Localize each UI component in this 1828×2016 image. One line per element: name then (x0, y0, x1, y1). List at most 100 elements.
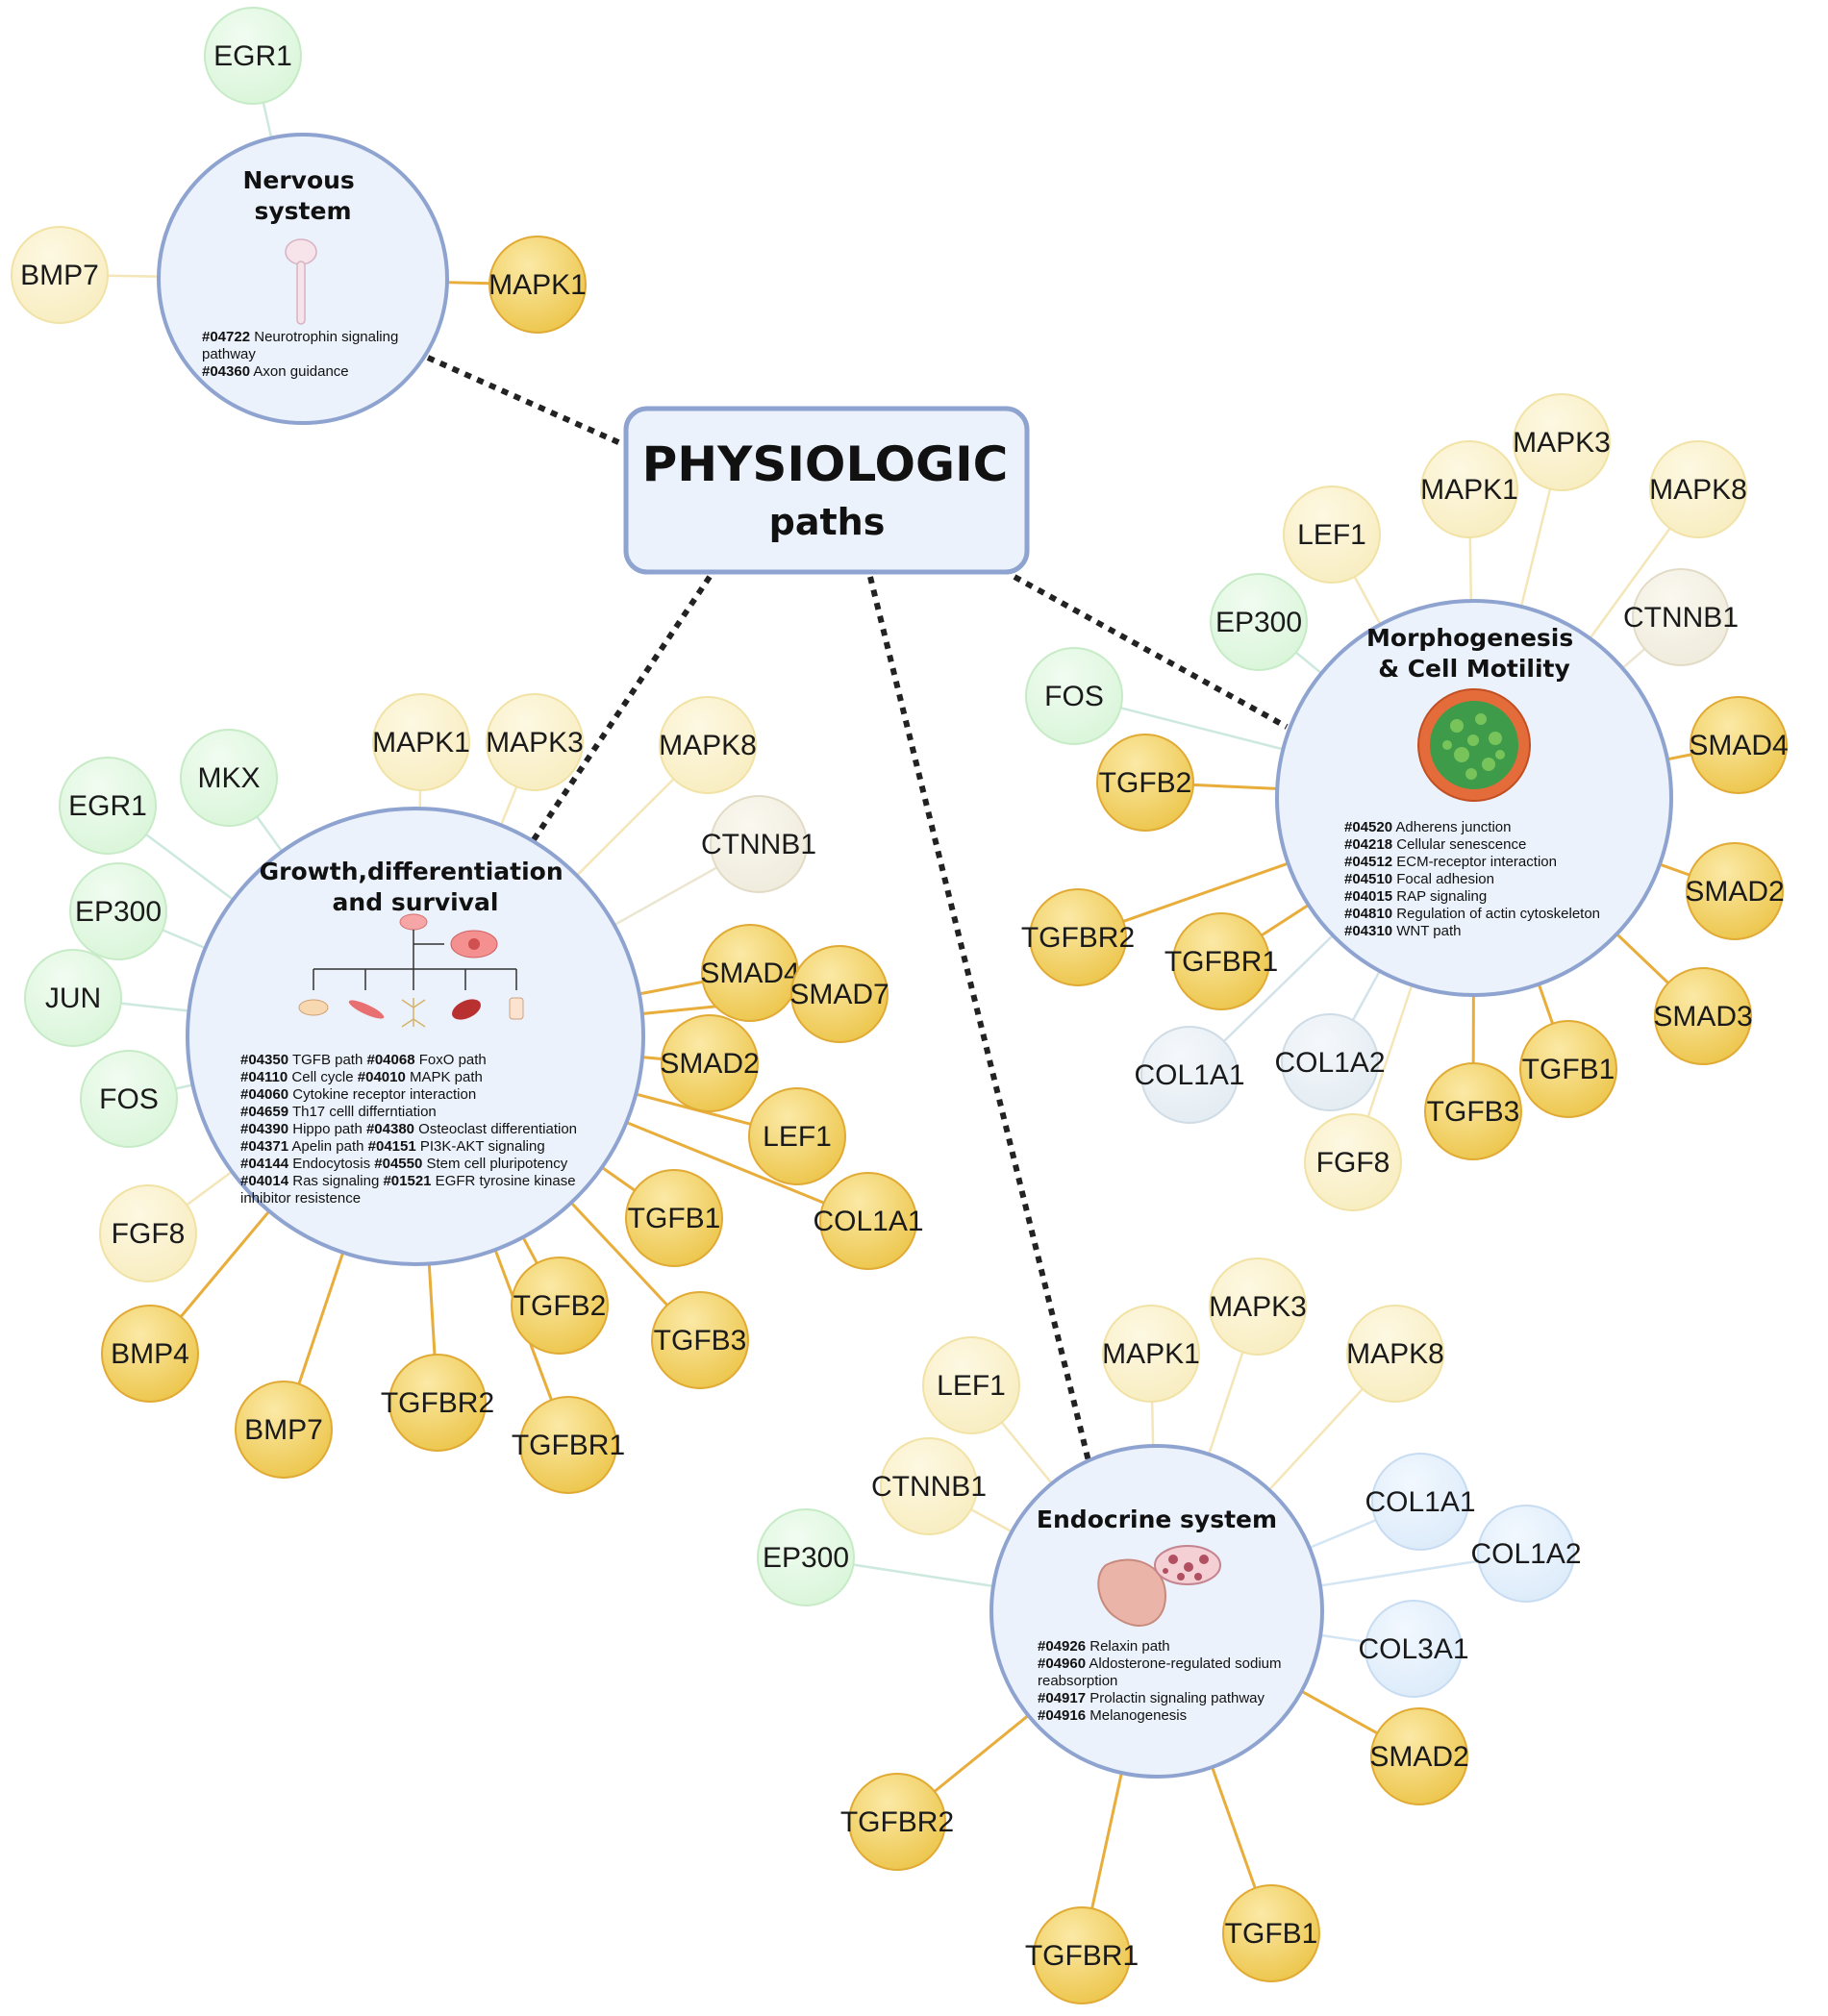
pathway-line: #04371 Apelin path #04151 PI3K-AKT signa… (240, 1138, 545, 1155)
pathway-line: #04510 Focal adhesion (1344, 871, 1494, 887)
pathway-line: #04390 Hippo path #04380 Osteoclast diff… (240, 1121, 577, 1137)
pathway-code: #04512 (1344, 854, 1392, 870)
pathway-line: #04520 Adherens junction (1344, 819, 1511, 835)
gene-label: COL1A1 (1134, 1059, 1244, 1091)
gene-node-fgf8: FGF8 (99, 1184, 197, 1282)
gene-circle (1420, 440, 1518, 538)
pathway-line: inhibitor resistence (240, 1190, 361, 1207)
link-line (1366, 984, 1414, 1117)
gene-label: MAPK8 (659, 730, 757, 761)
gene-node-tgfb3: TGFB3 (1424, 1062, 1522, 1160)
pathway-line: #04810 Regulation of actin cytoskeleton (1344, 906, 1600, 922)
gene-node-col1a1: COL1A1 (1134, 1026, 1245, 1124)
link-line (1211, 1766, 1257, 1889)
link-line (1537, 983, 1555, 1025)
gene-label: TGFBR2 (840, 1806, 954, 1838)
pathway-name: Melanogenesis (1086, 1707, 1187, 1724)
gene-circle (1033, 1906, 1131, 2004)
pathway-line: #04110 Cell cycle #04010 MAPK path (240, 1069, 483, 1085)
pathway-code: #01521 (383, 1173, 431, 1189)
link-line (1261, 904, 1310, 937)
pathway-line: #04218 Cellular senescence (1344, 836, 1526, 853)
gene-label: CTNNB1 (871, 1471, 987, 1503)
pathway-line: #04512 ECM-receptor interaction (1344, 854, 1557, 870)
pathway-name: Ras signaling (288, 1173, 383, 1189)
link-line (427, 1263, 437, 1356)
gene-node-smad2: SMAD2 (1685, 842, 1785, 940)
gene-circle (1690, 696, 1788, 794)
pathway-line: #04310 WNT path (1344, 923, 1461, 939)
gene-label: JUN (45, 983, 101, 1014)
pathway-code: #04010 (358, 1069, 406, 1085)
gene-label: MAPK1 (1102, 1338, 1200, 1370)
gene-label: SMAD4 (1689, 730, 1788, 761)
gene-node-mkx: MKX (180, 729, 278, 827)
organoid-icon (1417, 688, 1531, 802)
pathway-code: #04151 (368, 1138, 416, 1155)
gene-circle (1632, 568, 1730, 666)
gene-circle (69, 862, 167, 960)
gene-label: MAPK3 (486, 727, 584, 759)
gene-label: CTNNB1 (701, 829, 816, 860)
link-line (1122, 861, 1290, 923)
pathway-name: Th17 celll differntiation (288, 1104, 437, 1120)
gene-circle (880, 1437, 978, 1535)
link-line (1120, 707, 1284, 751)
gene-node-mapk3: MAPK3 (1209, 1257, 1307, 1356)
pathway-name: Hippo path (288, 1121, 366, 1137)
gene-circle (819, 1172, 917, 1270)
gene-circle (180, 729, 278, 827)
link-line (256, 815, 284, 853)
gene-node-fos: FOS (1025, 647, 1123, 745)
link-line (1192, 783, 1278, 790)
pathway-line: #04144 Endocytosis #04550 Stem cell plur… (240, 1156, 568, 1172)
gene-circle (101, 1305, 199, 1403)
pathway-code: #04015 (1344, 888, 1392, 905)
gene-circle (710, 795, 808, 893)
gene-circle (1519, 1020, 1617, 1118)
gene-node-mapk8: MAPK8 (659, 696, 757, 794)
link-line (162, 929, 207, 950)
gene-node-egr1: EGR1 (59, 757, 157, 855)
link-line (1320, 1633, 1366, 1644)
pathway-code: #04060 (240, 1086, 288, 1103)
gene-label: TGFB2 (513, 1290, 607, 1322)
pathway-code: #04310 (1344, 923, 1392, 939)
link-line (933, 1714, 1030, 1793)
pathway-name: pathway (202, 346, 256, 362)
pathway-list: #04350 TGFB path #04068 FoxO path#04110 … (240, 1052, 577, 1207)
gene-label: MAPK3 (1513, 427, 1611, 459)
hub-endocrine-system: Endocrine system #04926 Relaxin path#049… (989, 1444, 1324, 1779)
gene-node-bmp4: BMP4 (101, 1305, 199, 1403)
gene-label: BMP7 (20, 260, 99, 291)
gene-label: TGFBR2 (1021, 922, 1135, 954)
gene-label: MKX (197, 762, 260, 794)
gene-circle (625, 1169, 723, 1267)
link-line (297, 1252, 345, 1385)
link-line (1294, 651, 1323, 675)
gene-label: TGFB1 (628, 1203, 721, 1234)
pathway-name: Prolactin signaling pathway (1086, 1690, 1265, 1706)
hub-growth-differentiation-survival: Growth,differentiation and survival (186, 807, 645, 1266)
link-line (1621, 647, 1646, 669)
pathway-code: #04810 (1344, 906, 1392, 922)
gene-label: SMAD2 (1369, 1741, 1468, 1773)
gene-label: TGFB2 (1099, 767, 1192, 799)
gene-node-mapk1: MAPK1 (488, 236, 587, 334)
link-line (1351, 970, 1381, 1021)
pathway-code: #04218 (1344, 836, 1392, 853)
gene-circle (24, 949, 122, 1047)
gene-circle (1029, 888, 1127, 986)
link-line (120, 1002, 189, 1012)
pathway-name: Cellular senescence (1392, 836, 1526, 853)
gene-label: TGFB1 (1225, 1918, 1318, 1950)
gene-circle (235, 1381, 333, 1479)
gene-node-col1a1: COL1A1 (813, 1172, 924, 1270)
link-line (1666, 753, 1692, 761)
gene-node-mapk3: MAPK3 (1513, 393, 1611, 491)
gene-label: TGFB1 (1522, 1054, 1615, 1085)
pathway-code: #04926 (1038, 1638, 1086, 1655)
pathway-line: #04722 Neurotrophin signaling (202, 329, 398, 345)
pathway-line: #04917 Prolactin signaling pathway (1038, 1690, 1265, 1706)
gene-label: TGFBR2 (381, 1387, 494, 1419)
